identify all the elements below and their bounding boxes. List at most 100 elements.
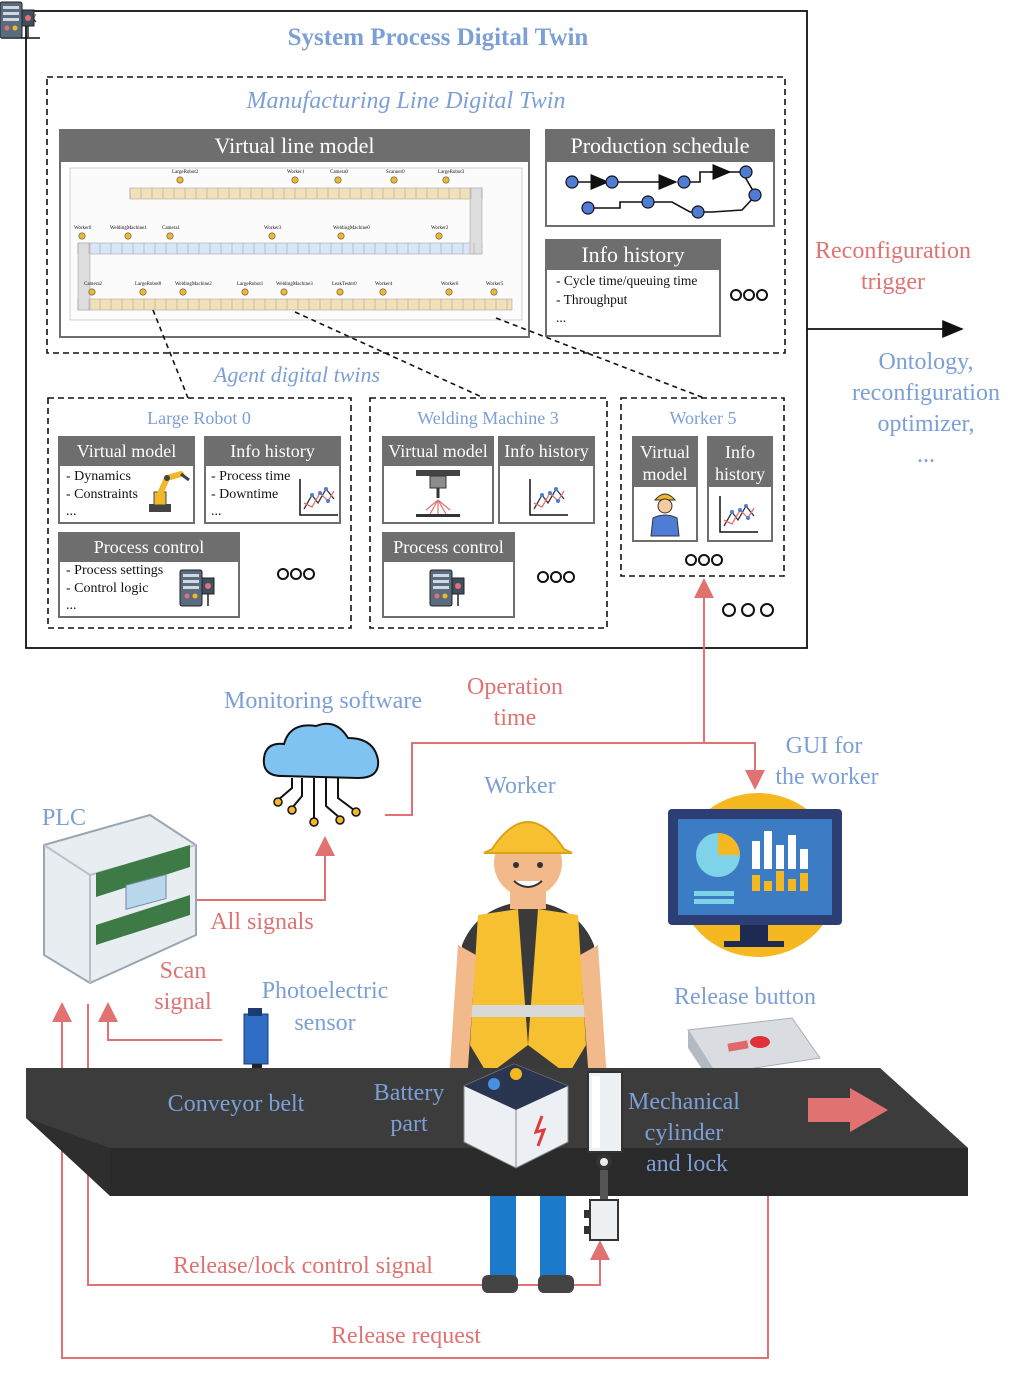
operation-time-label: Operation	[467, 674, 563, 700]
virtual-model-item: - Dynamics	[66, 469, 131, 484]
station-label: LargeRobot0	[135, 282, 162, 287]
signal-lines	[52, 578, 769, 1359]
reconfiguration-label-2: trigger	[861, 269, 925, 295]
station-marker	[241, 288, 249, 296]
ontology-label-4: ...	[917, 442, 935, 468]
mechanical-cylinder-label: Mechanical	[628, 1089, 740, 1115]
virtual-model-item: - Constraints	[66, 487, 138, 502]
controller-icon	[0, 1, 35, 39]
welding-virtual-model-header: Virtual model	[383, 437, 493, 466]
info-history-header: Info history	[546, 240, 720, 270]
large-robot-info-history-header: Info history	[205, 437, 340, 466]
station-label: WeldingMachine0	[333, 226, 370, 231]
station-marker	[268, 232, 276, 240]
welding-icon	[416, 470, 460, 517]
station-label: WeldingMachine1	[110, 226, 147, 231]
mechanical-cylinder-label-2: cylinder	[644, 1120, 724, 1146]
worker5-virtual-model-header: Virtual	[640, 442, 690, 462]
worker-small-icon	[650, 493, 680, 537]
worker5-virtual-model-header-2: model	[642, 464, 688, 484]
station-marker	[88, 288, 96, 296]
station-marker	[390, 176, 398, 184]
agent-twins-title: Agent digital twins	[213, 362, 381, 387]
welding-machine-box	[369, 397, 608, 629]
scan-signal-label: Scan	[159, 958, 207, 984]
virtual-line-model-header: Virtual line model	[60, 130, 529, 162]
station-marker	[337, 232, 345, 240]
schedule-nodes	[565, 165, 762, 219]
ontology-label-2: reconfiguration	[852, 380, 1000, 406]
station-label: Worker0	[74, 226, 92, 231]
station-label: Camera1	[162, 226, 181, 231]
operation-time-label-2: time	[493, 705, 537, 731]
more-dots-robot	[277, 568, 315, 580]
station-marker	[334, 176, 342, 184]
info-history-item: ...	[211, 504, 222, 519]
cloud-icon	[262, 722, 380, 827]
worker-label: Worker	[484, 773, 556, 799]
more-dots-agents	[722, 603, 774, 617]
large-robot-title: Large Robot 0	[147, 408, 251, 428]
mechanical-cylinder-label-3: and lock	[646, 1151, 728, 1177]
photoelectric-label: Photoelectric	[261, 978, 389, 1004]
more-dots-welding	[537, 571, 575, 583]
station-label: Camera0	[330, 170, 349, 175]
station-label: LargeRobot2	[172, 170, 199, 175]
plc-label: PLC	[41, 805, 87, 831]
station-label: Scanner0	[386, 170, 405, 175]
worker5-info-history-header: Info	[725, 442, 755, 462]
station-label: Worker4	[375, 282, 393, 287]
large-robot-process-control-header: Process control	[59, 533, 239, 562]
mechanical-cylinder-icon	[584, 1071, 623, 1241]
release-button-label: Release button	[674, 984, 816, 1010]
large-robot-virtual-model-header: Virtual model	[59, 437, 194, 466]
battery-icon	[463, 1063, 569, 1169]
station-marker	[124, 232, 132, 240]
station-label: Worker5	[486, 282, 504, 287]
station-label: LargeRobot1	[237, 282, 264, 287]
station-marker	[442, 176, 450, 184]
reconfiguration-label: Reconfiguration	[815, 238, 971, 264]
station-marker	[435, 232, 443, 240]
large-robot-box	[47, 397, 352, 629]
station-marker	[176, 176, 184, 184]
ontology-label: Ontology,	[878, 349, 974, 375]
station-label: Worker1	[287, 170, 305, 175]
station-marker	[490, 288, 498, 296]
process-control-item: - Control logic	[66, 581, 149, 596]
station-marker	[379, 288, 387, 296]
info-history-item: - Process time	[211, 469, 291, 484]
system-twin-title: System Process Digital Twin	[287, 24, 589, 51]
process-control-item: - Process settings	[66, 563, 164, 578]
info-history-item: - Cycle time/queuing time	[556, 273, 698, 288]
ontology-label-3: optimizer,	[877, 411, 975, 437]
all-signals-label: All signals	[210, 909, 314, 935]
station-marker	[291, 176, 299, 184]
line-model-schematic	[69, 167, 523, 321]
info-history-item: ...	[556, 310, 567, 325]
station-label: WeldingMachine3	[276, 282, 313, 287]
battery-label: Battery	[373, 1080, 445, 1106]
station-label: Worker2	[431, 226, 449, 231]
station-label: Camera2	[84, 282, 103, 287]
worker5-info-history-header-2: history	[714, 464, 765, 484]
station-marker	[445, 288, 453, 296]
station-label: Worker6	[441, 282, 459, 287]
conveyor-belt-label: Conveyor belt	[167, 1091, 305, 1117]
release-lock-signal-label: Release/lock control signal	[173, 1253, 433, 1279]
line-twin-box	[46, 76, 786, 354]
worker5-title: Worker 5	[669, 408, 737, 428]
gui-label: GUI for	[785, 733, 863, 759]
welding-info-history-header: Info history	[499, 437, 594, 466]
station-marker	[139, 288, 147, 296]
station-label: Worker3	[264, 226, 282, 231]
line-twin-title: Manufacturing Line Digital Twin	[246, 88, 566, 114]
more-dots-line	[730, 289, 768, 301]
release-button-icon	[687, 1017, 821, 1090]
photoelectric-label-2: sensor	[294, 1010, 356, 1036]
production-schedule-header: Production schedule	[546, 130, 774, 162]
gui-label-2: the worker	[775, 764, 879, 790]
welding-machine-title: Welding Machine 3	[417, 408, 559, 428]
station-label: LargeRobot3	[438, 170, 465, 175]
station-label: WeldingMachine2	[175, 282, 212, 287]
